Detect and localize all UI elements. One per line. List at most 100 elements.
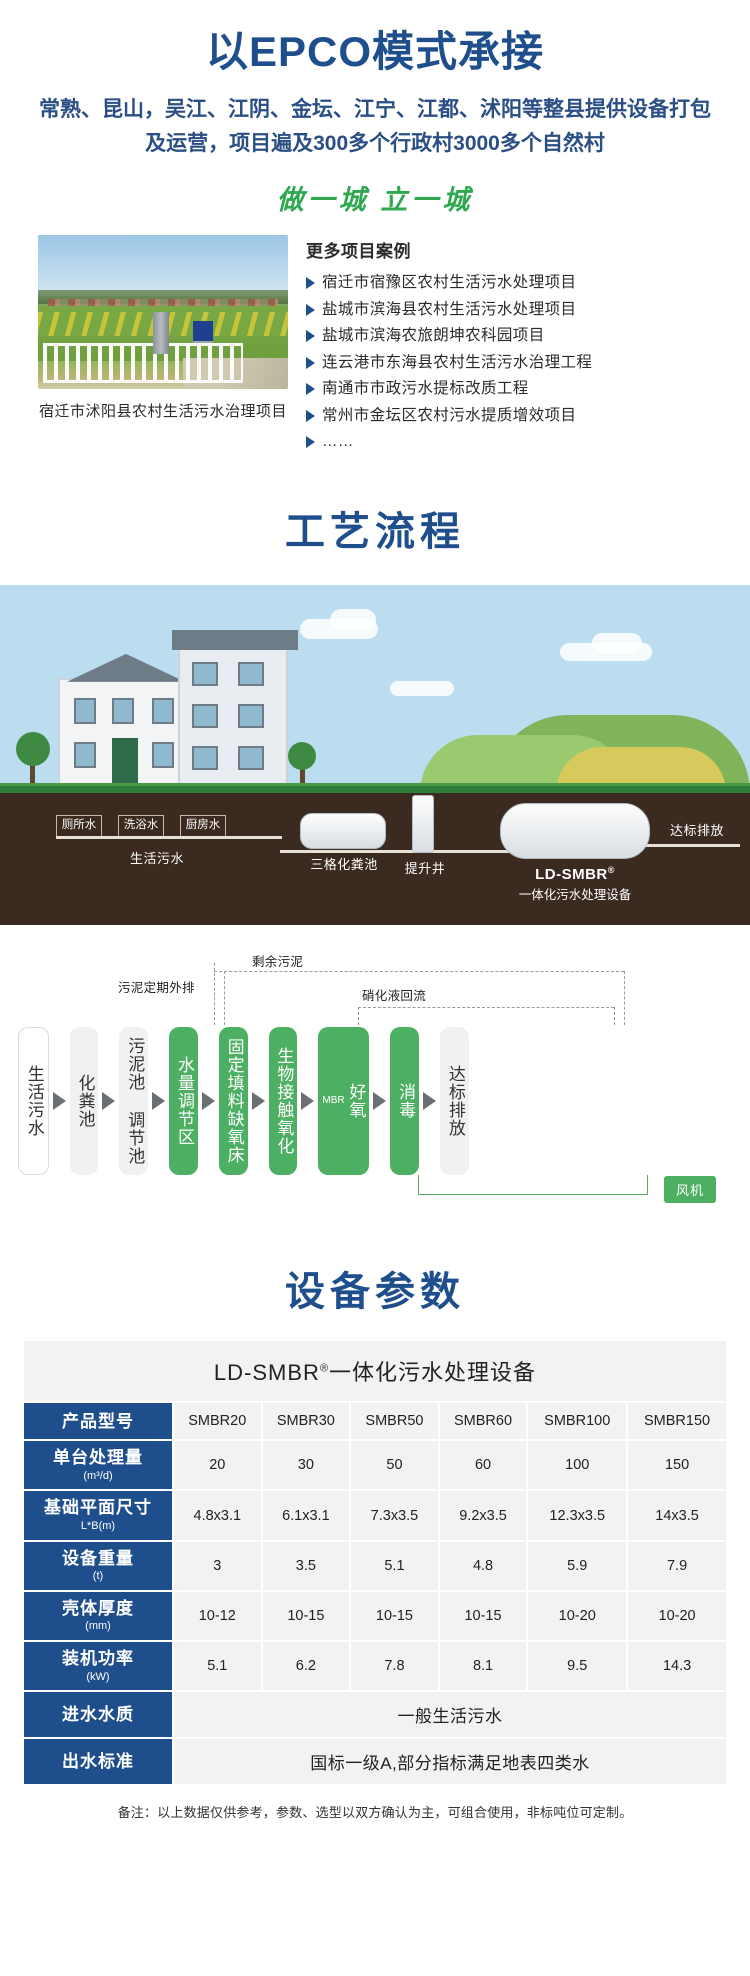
smbr-equipment-graphic [500,803,650,860]
fan-connector [418,1175,648,1196]
pipe-segment [560,844,740,848]
table-cell: 5.9 [528,1541,627,1590]
triangle-right-icon [306,277,315,290]
row-header-effluent-standard: 出水标准 [24,1739,172,1785]
annotation-line [358,1007,359,1026]
row-header-unit: L*B(m) [80,1520,116,1533]
list-item-label: 常州市金坛区农村污水提质增效项目 [322,406,577,424]
table-cell: 100 [528,1441,627,1490]
flowchart-row: 生活污水 化粪池 污泥池 调节池 水量调节区 固定填料缺氧床 生物接触氧化 好氧… [10,1027,740,1176]
window-icon [192,661,218,686]
triangle-right-icon [306,356,315,369]
table-cell: 3 [174,1541,261,1590]
fan-area: 风机 [10,1175,740,1217]
table-cell: 10-15 [351,1591,438,1641]
list-item[interactable]: 盐城市滨海县农村生活污水处理项目 [306,296,726,323]
window-icon [238,661,264,686]
list-item[interactable]: 常州市金坛区农村污水提质增效项目 [306,402,726,429]
list-item[interactable]: 连云港市东海县农村生活污水治理工程 [306,349,726,376]
window-icon [112,697,134,724]
arrow-right-icon [251,1092,265,1111]
row-header-unit: (kW) [86,1670,110,1683]
slogan-text: 做一城 立一城 [276,184,474,215]
triangle-right-icon [306,409,315,422]
list-item-label: 连云港市东海县农村生活污水治理工程 [322,353,593,371]
registered-icon: ® [319,1362,330,1375]
page-title: 以EPCO模式承接 [205,28,545,75]
table-cell: 7.9 [628,1541,726,1590]
table-cell: 8.1 [439,1642,527,1691]
flow-node-influent: 生活污水 [18,1027,49,1176]
photo-sky [38,234,288,297]
annotation-line [214,971,624,973]
table-cell: 10-15 [262,1591,350,1641]
table-cell: SMBR30 [262,1403,350,1440]
annotation-nitrification-reflux: 硝化液回流 [362,989,427,1004]
table-cell: 4.8x3.1 [174,1491,261,1540]
tree-icon [288,741,316,770]
list-item[interactable]: 南通市市政污水提标改质工程 [306,376,726,403]
process-illustration: 厕所水 洗浴水 厨房水 生活污水 三格化粪池 提升井 LD-SMBR® 一体化污… [0,585,750,926]
row-header-label: 产品型号 [62,1411,134,1431]
table-row: 出水标准 国标一级A,部分指标满足地表四类水 [24,1739,726,1785]
arrow-right-icon [201,1092,215,1111]
arrow-right-icon [423,1092,437,1111]
params-section-title: 设备参数 [285,1270,465,1315]
list-item[interactable]: 盐城市滨海农旅朗坤农科园项目 [306,323,726,350]
list-item[interactable]: 宿迁市宿豫区农村生活污水处理项目 [306,270,726,297]
house-left [58,653,190,786]
row-header-label: 设备重量 [62,1548,134,1568]
row-header-footprint: 基础平面尺寸 L*B(m) [24,1491,172,1540]
annotation-excess-sludge: 剩余污泥 [252,955,304,970]
window-icon [152,741,174,768]
list-item[interactable]: …… [306,429,726,456]
row-header-label: 出水标准 [62,1751,134,1771]
list-item-label: 宿迁市宿豫区农村生活污水处理项目 [322,274,577,292]
annotation-line [214,963,215,1026]
arrow-right-icon [52,1092,66,1111]
window-icon [238,745,264,770]
table-row: 壳体厚度 (mm) 10-12 10-15 10-15 10-15 10-20 … [24,1591,726,1641]
table-cell: 5.1 [351,1541,438,1590]
table-cell: 10-15 [439,1591,527,1641]
house-right [172,629,298,786]
septic-label: 三格化粪池 [310,857,378,873]
flow-node-disinfection: 消毒 [390,1027,420,1176]
table-cell: 7.3x3.5 [351,1491,438,1540]
source-label-toilet: 厕所水 [56,815,102,838]
table-cell: 10-12 [174,1591,261,1641]
table-cell-effluent-standard: 国标一级A,部分指标满足地表四类水 [174,1739,726,1785]
row-header-label: 壳体厚度 [62,1598,134,1618]
epco-subtitle-line1: 常熟、昆山，吴江、江阴、金坛、江宁、江都、沭阳等整县提供设备打包 [39,97,711,121]
row-header-label: 装机功率 [62,1649,134,1669]
window-icon [192,745,218,770]
page-root: 以EPCO模式承接 常熟、昆山，吴江、江阴、金坛、江宁、江都、沭阳等整县提供设备… [0,28,750,1820]
table-cell: 9.2x3.5 [439,1491,527,1540]
source-label-kitchen: 厨房水 [180,815,226,838]
table-cell: 14x3.5 [628,1491,726,1540]
table-row: 产品型号 SMBR20 SMBR30 SMBR50 SMBR60 SMBR100… [24,1403,726,1440]
table-row: 单台处理量 (m³/d) 20 30 50 60 100 150 [24,1441,726,1490]
discharge-label: 达标排放 [669,823,724,839]
row-header-installed-power: 装机功率 (kW) [24,1642,172,1691]
flow-node-aerobic-label: 好氧 [346,1083,366,1120]
row-header-label: 进水水质 [62,1704,134,1724]
cases-section: 宿迁市沭阳县农村生活污水治理项目 更多项目案例 宿迁市宿豫区农村生活污水处理项目… [0,217,750,466]
table-row: 设备重量 (t) 3 3.5 5.1 4.8 5.9 7.9 [24,1541,726,1590]
flow-node-aerobic-mbr: 好氧 MBR [318,1027,370,1176]
photo-control-cabinet [153,311,169,354]
photo-village [48,299,278,308]
annotation-line [358,1007,614,1009]
row-header-label: 单台处理量 [53,1448,143,1468]
table-cell: SMBR50 [351,1403,438,1440]
triangle-right-icon [306,303,315,316]
row-header-model: 产品型号 [24,1403,172,1440]
table-row: 装机功率 (kW) 5.1 6.2 7.8 8.1 9.5 14.3 [24,1642,726,1691]
table-row: 基础平面尺寸 L*B(m) 4.8x3.1 6.1x3.1 7.3x3.5 9.… [24,1491,726,1540]
case-list-block: 更多项目案例 宿迁市宿豫区农村生活污水处理项目 盐城市滨海县农村生活污水处理项目… [306,235,726,456]
table-cell: SMBR100 [528,1403,627,1440]
table-cell: SMBR150 [628,1403,726,1440]
cloud-icon [592,633,642,654]
lift-well-graphic [412,795,434,854]
window-icon [74,697,96,724]
